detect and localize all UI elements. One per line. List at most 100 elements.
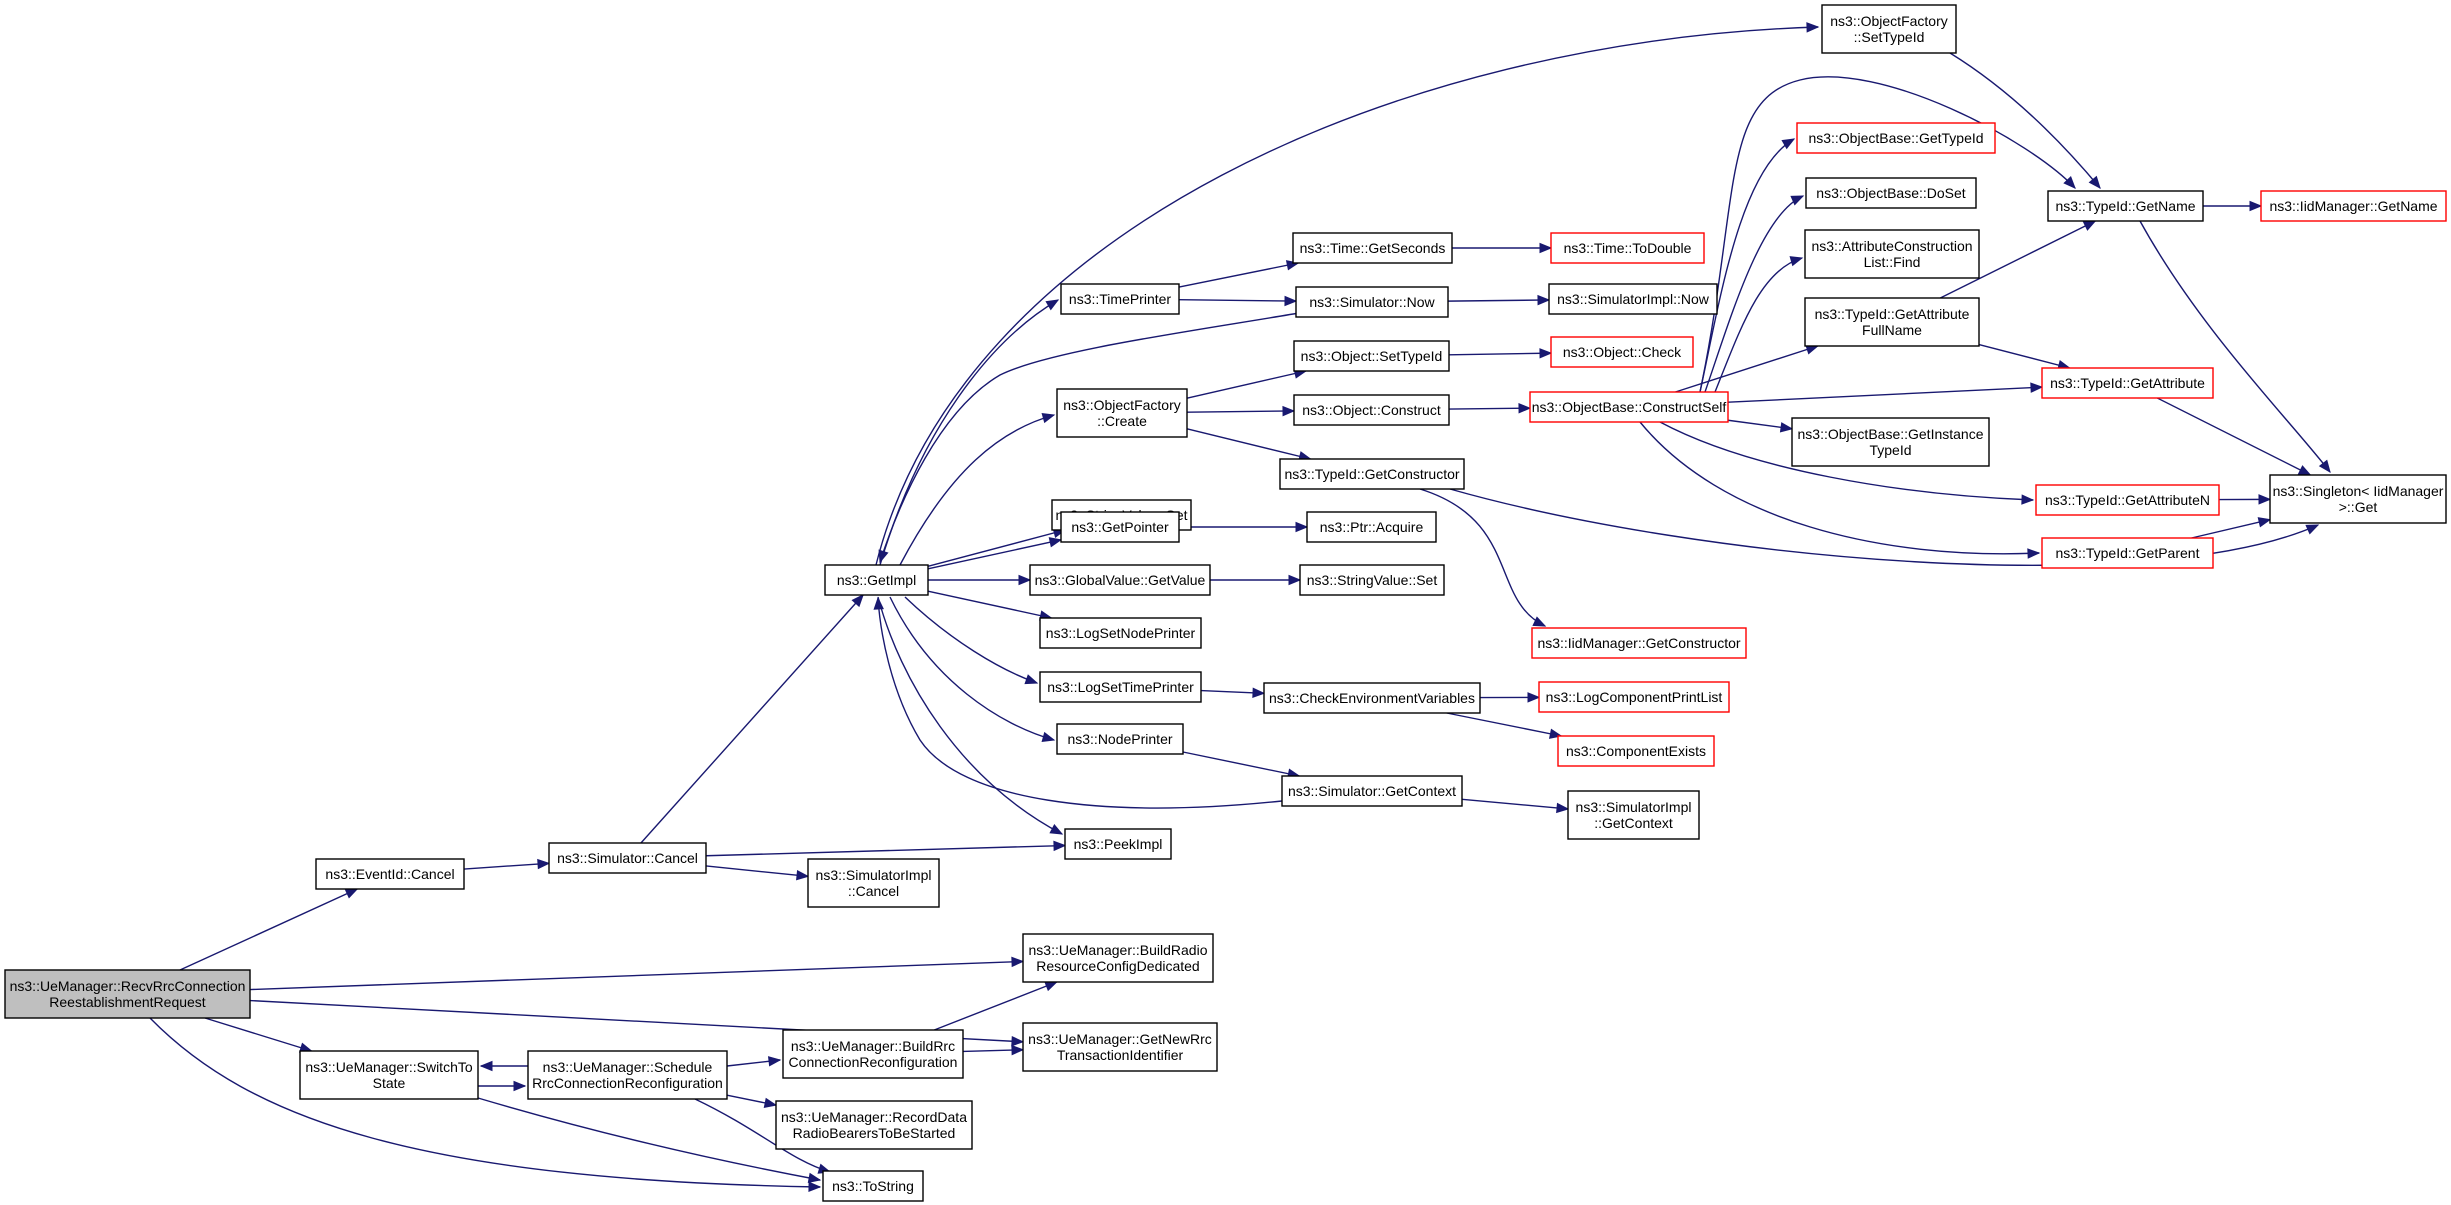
node-objcheck[interactable]: ns3::Object::Check <box>1550 336 1694 368</box>
node-tidgetname[interactable]: ns3::TypeId::GetName <box>2047 190 2204 222</box>
node-box[interactable] <box>1293 340 1450 372</box>
node-getpointer[interactable]: ns3::GetPointer <box>1060 511 1180 543</box>
node-box[interactable] <box>2047 190 2204 222</box>
node-box[interactable] <box>2269 474 2447 524</box>
node-box[interactable] <box>527 1050 728 1100</box>
node-logcompprint[interactable]: ns3::LogComponentPrintList <box>1538 681 1730 713</box>
node-gvgetvalue[interactable]: ns3::GlobalValue::GetValue <box>1029 564 1211 596</box>
node-box[interactable] <box>1064 828 1172 860</box>
node-box[interactable] <box>1550 336 1694 368</box>
node-box[interactable] <box>822 1170 924 1202</box>
node-box[interactable] <box>1804 229 1980 279</box>
node-box[interactable] <box>1306 511 1437 543</box>
node-box[interactable] <box>2035 484 2220 516</box>
node-buildrrc[interactable]: ns3::UeManager::BuildRrcConnectionReconf… <box>782 1029 964 1079</box>
node-box[interactable] <box>2260 190 2447 222</box>
node-box[interactable] <box>1060 511 1180 543</box>
node-box[interactable] <box>1299 564 1445 596</box>
node-box[interactable] <box>1804 297 1980 347</box>
node-simgetctx[interactable]: ns3::Simulator::GetContext <box>1281 775 1463 807</box>
node-box[interactable] <box>1567 790 1700 840</box>
node-objconstruct[interactable]: ns3::Object::Construct <box>1293 394 1450 426</box>
node-box[interactable] <box>824 564 929 596</box>
node-box[interactable] <box>1531 627 1747 659</box>
node-timeprinter[interactable]: ns3::TimePrinter <box>1060 283 1180 315</box>
node-peekimpl[interactable]: ns3::PeekImpl <box>1064 828 1172 860</box>
node-obdoset[interactable]: ns3::ObjectBase::DoSet <box>1805 177 1977 209</box>
node-box[interactable] <box>807 858 940 908</box>
node-getimpl[interactable]: ns3::GetImpl <box>824 564 929 596</box>
node-buildradio[interactable]: ns3::UeManager::BuildRadioResourceConfig… <box>1022 933 1214 983</box>
node-box[interactable] <box>1538 681 1730 713</box>
node-box[interactable] <box>1281 775 1463 807</box>
node-logsettime[interactable]: ns3::LogSetTimePrinter <box>1039 671 1202 703</box>
node-box[interactable] <box>1279 458 1465 490</box>
node-tostring[interactable]: ns3::ToString <box>822 1170 924 1202</box>
node-schedule[interactable]: ns3::UeManager::ScheduleRrcConnectionRec… <box>527 1050 728 1100</box>
node-box[interactable] <box>1295 286 1449 318</box>
node-iidgetname[interactable]: ns3::IidManager::GetName <box>2260 190 2447 222</box>
node-box[interactable] <box>1293 394 1450 426</box>
node-box[interactable] <box>1292 232 1453 264</box>
node-simnow[interactable]: ns3::Simulator::Now <box>1295 286 1449 318</box>
edge-timeprinter-to-timegetseconds-line <box>1178 262 1299 288</box>
node-checkenv[interactable]: ns3::CheckEnvironmentVariables <box>1263 682 1481 714</box>
node-simimplgetctx[interactable]: ns3::SimulatorImpl::GetContext <box>1567 790 1700 840</box>
node-timetodouble[interactable]: ns3::Time::ToDouble <box>1550 232 1705 264</box>
node-logsetnode[interactable]: ns3::LogSetNodePrinter <box>1039 617 1202 649</box>
node-box[interactable] <box>1056 723 1184 755</box>
node-box[interactable] <box>1557 735 1715 767</box>
node-box[interactable] <box>2041 367 2214 399</box>
node-tidgetattr[interactable]: ns3::TypeId::GetAttribute <box>2041 367 2214 399</box>
node-simimplcancel[interactable]: ns3::SimulatorImpl::Cancel <box>807 858 940 908</box>
node-obgettypeid[interactable]: ns3::ObjectBase::GetTypeId <box>1796 122 1996 154</box>
node-box[interactable] <box>1821 4 1957 54</box>
edge-buildrrc-to-buildradio <box>933 981 1058 1031</box>
node-iidgetctor[interactable]: ns3::IidManager::GetConstructor <box>1531 627 1747 659</box>
node-timegetseconds[interactable]: ns3::Time::GetSeconds <box>1292 232 1453 264</box>
node-box[interactable] <box>1039 671 1202 703</box>
node-box[interactable] <box>4 969 251 1019</box>
node-tidgetattrn[interactable]: ns3::TypeId::GetAttributeN <box>2035 484 2220 516</box>
node-tidgetparent[interactable]: ns3::TypeId::GetParent <box>2041 537 2214 569</box>
node-recorddata[interactable]: ns3::UeManager::RecordDataRadioBearersTo… <box>775 1100 973 1150</box>
node-box[interactable] <box>1529 391 1729 423</box>
node-nodeprinter[interactable]: ns3::NodePrinter <box>1056 723 1184 755</box>
node-recv[interactable]: ns3::UeManager::RecvRrcConnectionReestab… <box>4 969 251 1019</box>
node-ofsettypeid[interactable]: ns3::ObjectFactory::SetTypeId <box>1821 4 1957 54</box>
node-box[interactable] <box>1029 564 1211 596</box>
node-box[interactable] <box>299 1050 479 1100</box>
node-simcancel[interactable]: ns3::Simulator::Cancel <box>548 842 707 874</box>
node-singleton[interactable]: ns3::Singleton< IidManager >::Get <box>2269 474 2447 524</box>
node-box[interactable] <box>1039 617 1202 649</box>
node-box[interactable] <box>782 1029 964 1079</box>
node-box[interactable] <box>775 1100 973 1150</box>
node-ofcreate[interactable]: ns3::ObjectFactory::Create <box>1056 388 1188 438</box>
node-box[interactable] <box>2041 537 2214 569</box>
node-ptracquire[interactable]: ns3::Ptr::Acquire <box>1306 511 1437 543</box>
node-getnewrrc[interactable]: ns3::UeManager::GetNewRrcTransactionIden… <box>1022 1022 1218 1072</box>
node-typeidgetctor[interactable]: ns3::TypeId::GetConstructor <box>1279 458 1465 490</box>
node-box[interactable] <box>1022 1022 1218 1072</box>
node-simimplnow[interactable]: ns3::SimulatorImpl::Now <box>1548 283 1718 315</box>
node-box[interactable] <box>1548 283 1718 315</box>
node-box[interactable] <box>1022 933 1214 983</box>
node-box[interactable] <box>548 842 707 874</box>
node-box[interactable] <box>1796 122 1996 154</box>
node-box[interactable] <box>1550 232 1705 264</box>
node-obconstructself[interactable]: ns3::ObjectBase::ConstructSelf <box>1529 391 1729 423</box>
node-box[interactable] <box>1791 417 1990 467</box>
node-box[interactable] <box>1060 283 1180 315</box>
node-box[interactable] <box>1056 388 1188 438</box>
node-box[interactable] <box>1805 177 1977 209</box>
node-objsettypeid[interactable]: ns3::Object::SetTypeId <box>1293 340 1450 372</box>
node-box[interactable] <box>1263 682 1481 714</box>
node-eventcancel[interactable]: ns3::EventId::Cancel <box>315 858 465 890</box>
node-box[interactable] <box>315 858 465 890</box>
node-svset[interactable]: ns3::StringValue::Set <box>1299 564 1445 596</box>
node-compexists[interactable]: ns3::ComponentExists <box>1557 735 1715 767</box>
